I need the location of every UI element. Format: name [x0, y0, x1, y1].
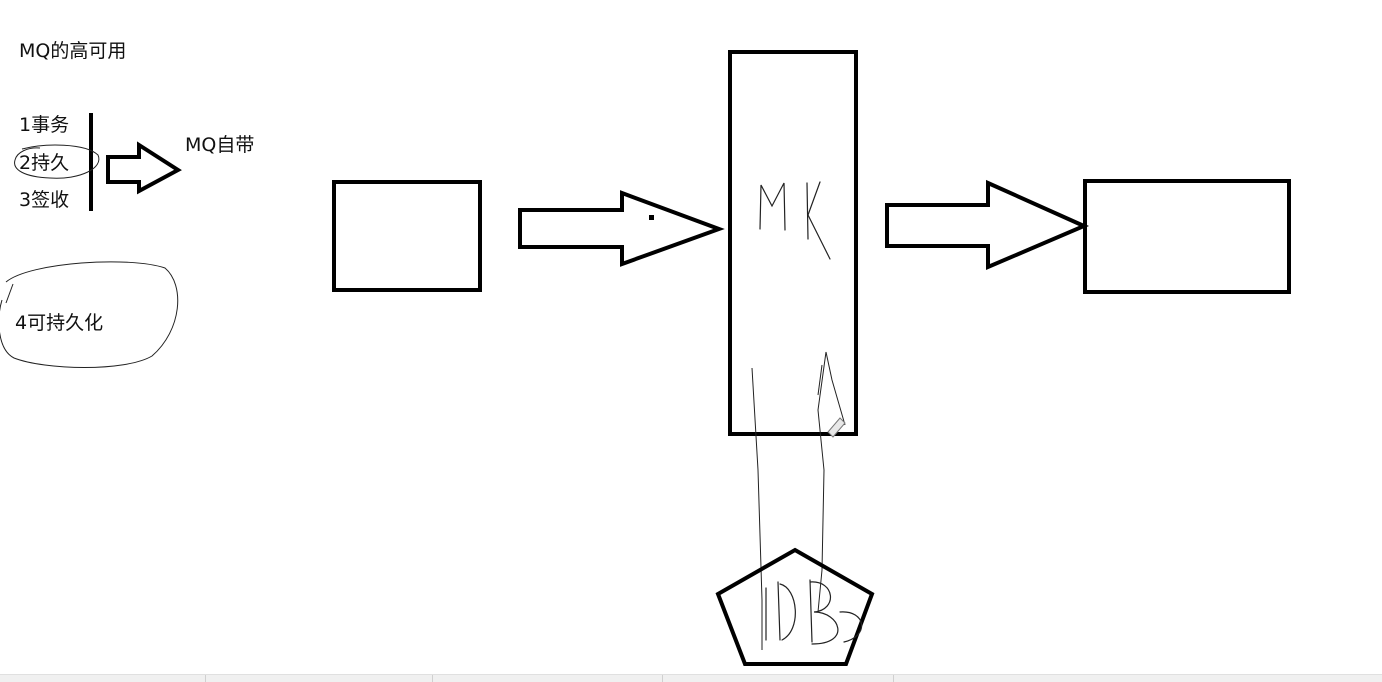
broker-handwriting — [759, 181, 831, 260]
diagram-title: MQ的高可用 — [19, 40, 127, 62]
builtin-label: MQ自带 — [185, 134, 255, 156]
feature-item-persistence: 2持久 — [19, 152, 70, 174]
arrow-dot-mark — [649, 215, 654, 220]
broker-box — [728, 50, 858, 436]
strip-divider — [893, 675, 894, 682]
bottom-status-strip — [0, 674, 1382, 682]
persistence-scribble-circle — [14, 144, 100, 179]
database-pentagon — [715, 547, 875, 666]
strip-divider — [662, 675, 663, 682]
broker-to-consumer-arrow — [885, 179, 1089, 271]
consumer-box — [1083, 179, 1291, 294]
persistable-scribble-tick — [5, 283, 14, 304]
pencil-icon — [827, 417, 846, 438]
feature-item-persistable: 4可持久化 — [15, 312, 104, 334]
producer-box — [332, 180, 482, 292]
strip-divider — [205, 675, 206, 682]
feature-item-acknowledge: 3签收 — [19, 189, 70, 211]
database-handwriting — [765, 579, 863, 645]
builtin-arrow — [106, 141, 182, 195]
producer-to-broker-arrow — [518, 190, 725, 267]
feature-item-transaction: 1事务 — [19, 114, 70, 136]
persistable-scribble-circle — [0, 261, 179, 368]
strip-divider — [432, 675, 433, 682]
